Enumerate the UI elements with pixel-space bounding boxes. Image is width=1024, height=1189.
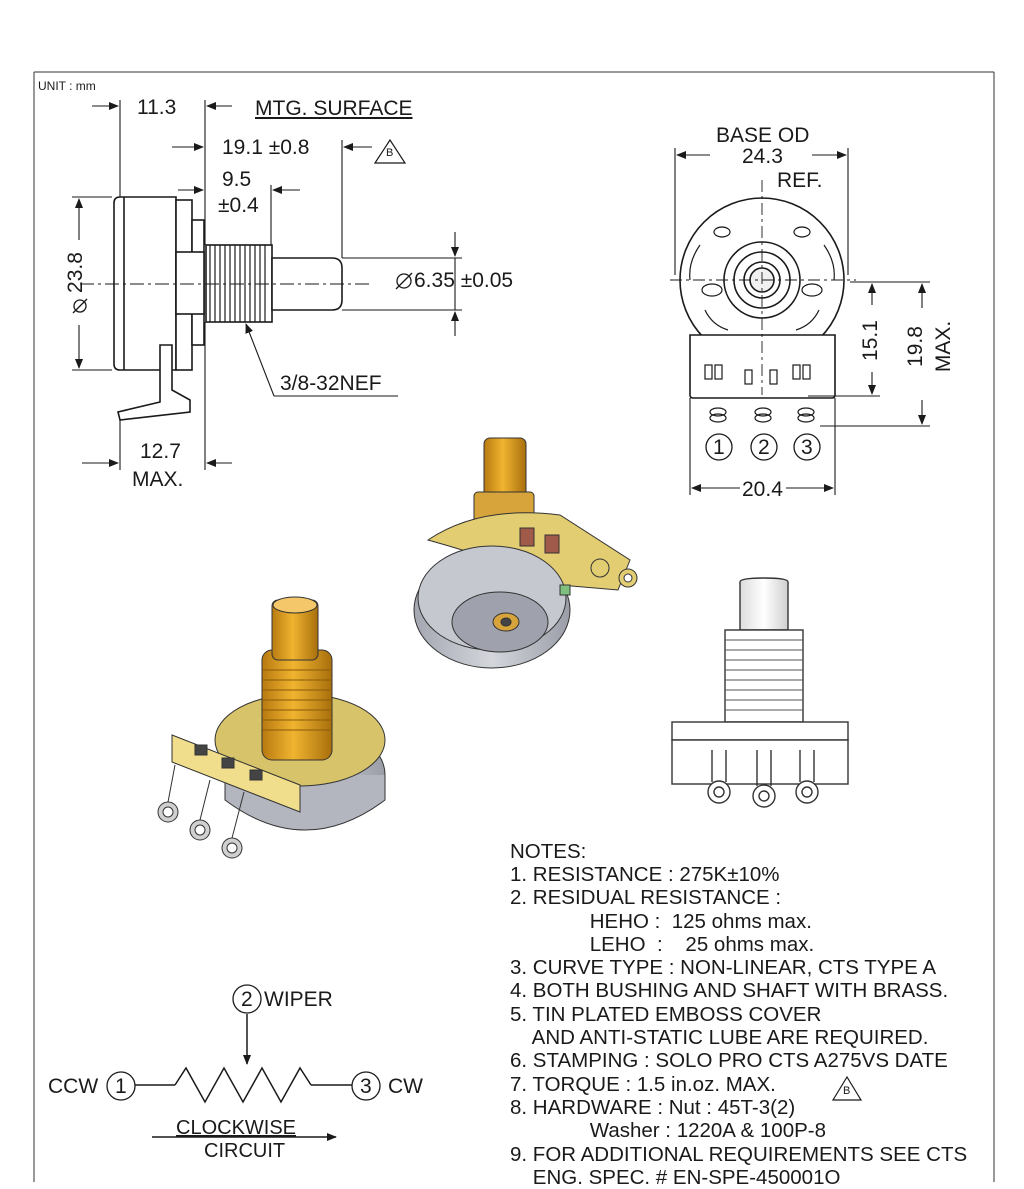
dim-12-7: 12.7 [140, 440, 181, 463]
dim-24-3: 24.3 [742, 145, 783, 168]
note-line: Washer : 1220A & 100P-8 [510, 1119, 827, 1143]
mtg-surface-label: MTG. SURFACE [255, 97, 413, 120]
note-line: HEHO : 125 ohms max. [510, 909, 812, 933]
note-line: 6. STAMPING : SOLO PRO CTS A275VS DATE [510, 1049, 948, 1073]
dim-15-1: 15.1 [858, 320, 882, 361]
top-dimensions [674, 148, 930, 495]
note-line: 9. FOR ADDITIONAL REQUIREMENTS SEE CTS [510, 1142, 968, 1166]
dim-12-7-max: MAX. [132, 468, 184, 491]
terminal-circles [705, 433, 821, 461]
note-line: 5. TIN PLATED EMBOSS COVER [510, 1002, 822, 1026]
dim-shaft-diameter: 6.35 ±0.05 [414, 269, 514, 292]
note-line: 4. BOTH BUSHING AND SHAFT WITH BRASS. [510, 979, 949, 1003]
note-line: 1. RESISTANCE : 275K±10% [510, 863, 780, 886]
rev-mark-notes: B [843, 1085, 851, 1097]
rev-triangle-notes [831, 1075, 863, 1101]
dim-20-4: 20.4 [742, 478, 783, 501]
terminal-1-label: 1 [713, 436, 725, 459]
dim-9-5-tol: ±0.4 [218, 194, 259, 217]
render-line-view [671, 577, 849, 808]
base-od-label: BASE OD [716, 124, 810, 147]
notes-list: 1. RESISTANCE : 275K±10% 2. RESIDUAL RES… [510, 863, 967, 1189]
note-line: 7. TORQUE : 1.5 in.oz. MAX. [510, 1072, 776, 1096]
notes-heading: NOTES: [510, 840, 587, 863]
terminal-3-label: 3 [801, 436, 813, 459]
note-line: 2. RESIDUAL RESISTANCE : [510, 886, 782, 910]
render-back-view [413, 437, 638, 669]
terminal-2-label: 2 [758, 436, 770, 459]
ccw-label: CCW [48, 1075, 99, 1098]
note-line: 8. HARDWARE : Nut : 45T-3(2) [510, 1095, 796, 1119]
wiper-number: 2 [241, 988, 253, 1011]
unit-label: UNIT : mm [38, 79, 96, 93]
dim-23-8: 23.8 [63, 252, 87, 293]
dim-11-3: 11.3 [137, 96, 177, 119]
schematic-nodes [106, 984, 381, 1101]
ccw-number: 1 [115, 1075, 127, 1098]
top-center-lines [670, 180, 856, 395]
note-line: AND ANTI-STATIC LUBE ARE REQUIRED. [510, 1026, 929, 1050]
wiper-label: WIPER [264, 988, 333, 1011]
ref-label: REF. [777, 169, 823, 192]
rev-triangle-side [373, 138, 407, 164]
dim-19-8-max: MAX. [932, 320, 956, 373]
dim-19-8: 19.8 [903, 326, 927, 367]
schematic-lines [135, 1014, 352, 1141]
note-line: ENG. SPEC. # EN-SPE-450001O [510, 1165, 841, 1189]
render-front-view [157, 596, 386, 859]
note-line: 3. CURVE TYPE : NON-LINEAR, CTS TYPE A [510, 956, 937, 980]
dim-19-1: 19.1 ±0.8 [222, 136, 310, 159]
schematic-caption-2: CIRCUIT [204, 1140, 286, 1162]
note-line: LEHO : 25 ohms max. [510, 932, 815, 956]
top-view-details [689, 226, 835, 423]
cw-number: 3 [360, 1075, 372, 1098]
thread-spec: 3/8-32NEF [280, 372, 382, 395]
sheet-border [33, 71, 995, 1182]
rev-mark-side: B [386, 147, 394, 159]
diameter-symbols [72, 272, 413, 314]
dim-9-5: 9.5 [222, 168, 252, 191]
side-dimensions [72, 100, 462, 470]
cw-label: CW [388, 1075, 423, 1098]
schematic-caption-1: CLOCKWISE [176, 1117, 297, 1139]
